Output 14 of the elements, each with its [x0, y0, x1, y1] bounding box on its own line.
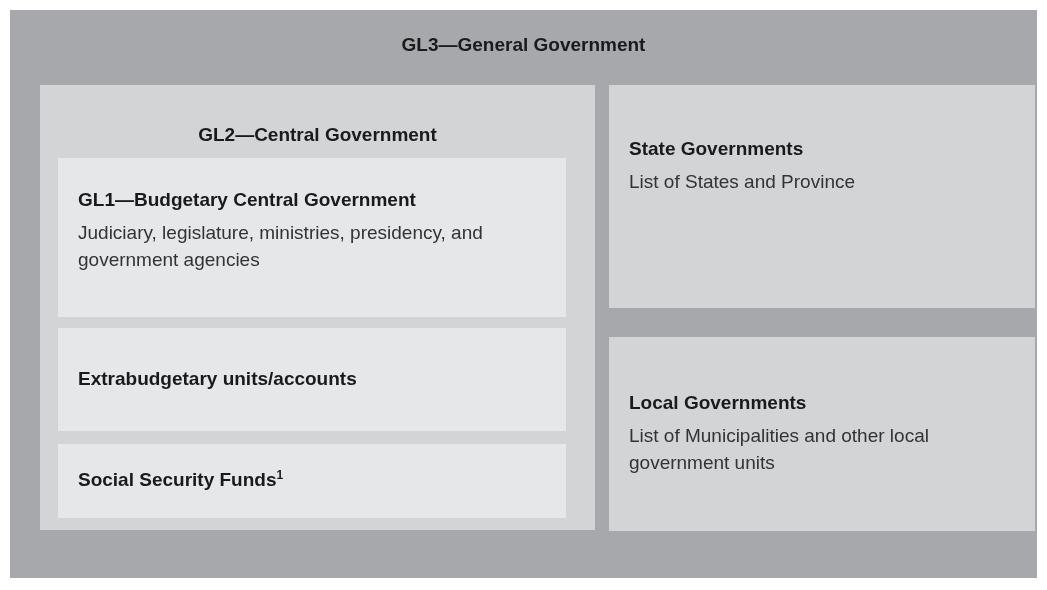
box-description: List of Municipalities and other local government units	[629, 423, 930, 476]
box-heading: GL1—Budgetary Central Government	[78, 188, 417, 212]
box-heading: GL2—Central Government	[198, 123, 437, 147]
box-description: List of States and Province	[629, 169, 856, 194]
box-heading: State Governments	[629, 137, 805, 161]
box-heading: Local Governments	[629, 391, 808, 416]
box-heading: Social Security Funds$^{1}$	[78, 468, 285, 493]
box-heading: GL3—General Government	[401, 33, 646, 57]
category-box	[609, 85, 1035, 308]
box-heading: Extrabudgetary units/accounts	[78, 367, 358, 392]
group-panel	[40, 85, 595, 530]
box-description: Judiciary, legislature, ministries, presidency, and government agencies	[78, 220, 484, 273]
group-panel	[10, 10, 1037, 578]
category-box	[609, 337, 1035, 531]
